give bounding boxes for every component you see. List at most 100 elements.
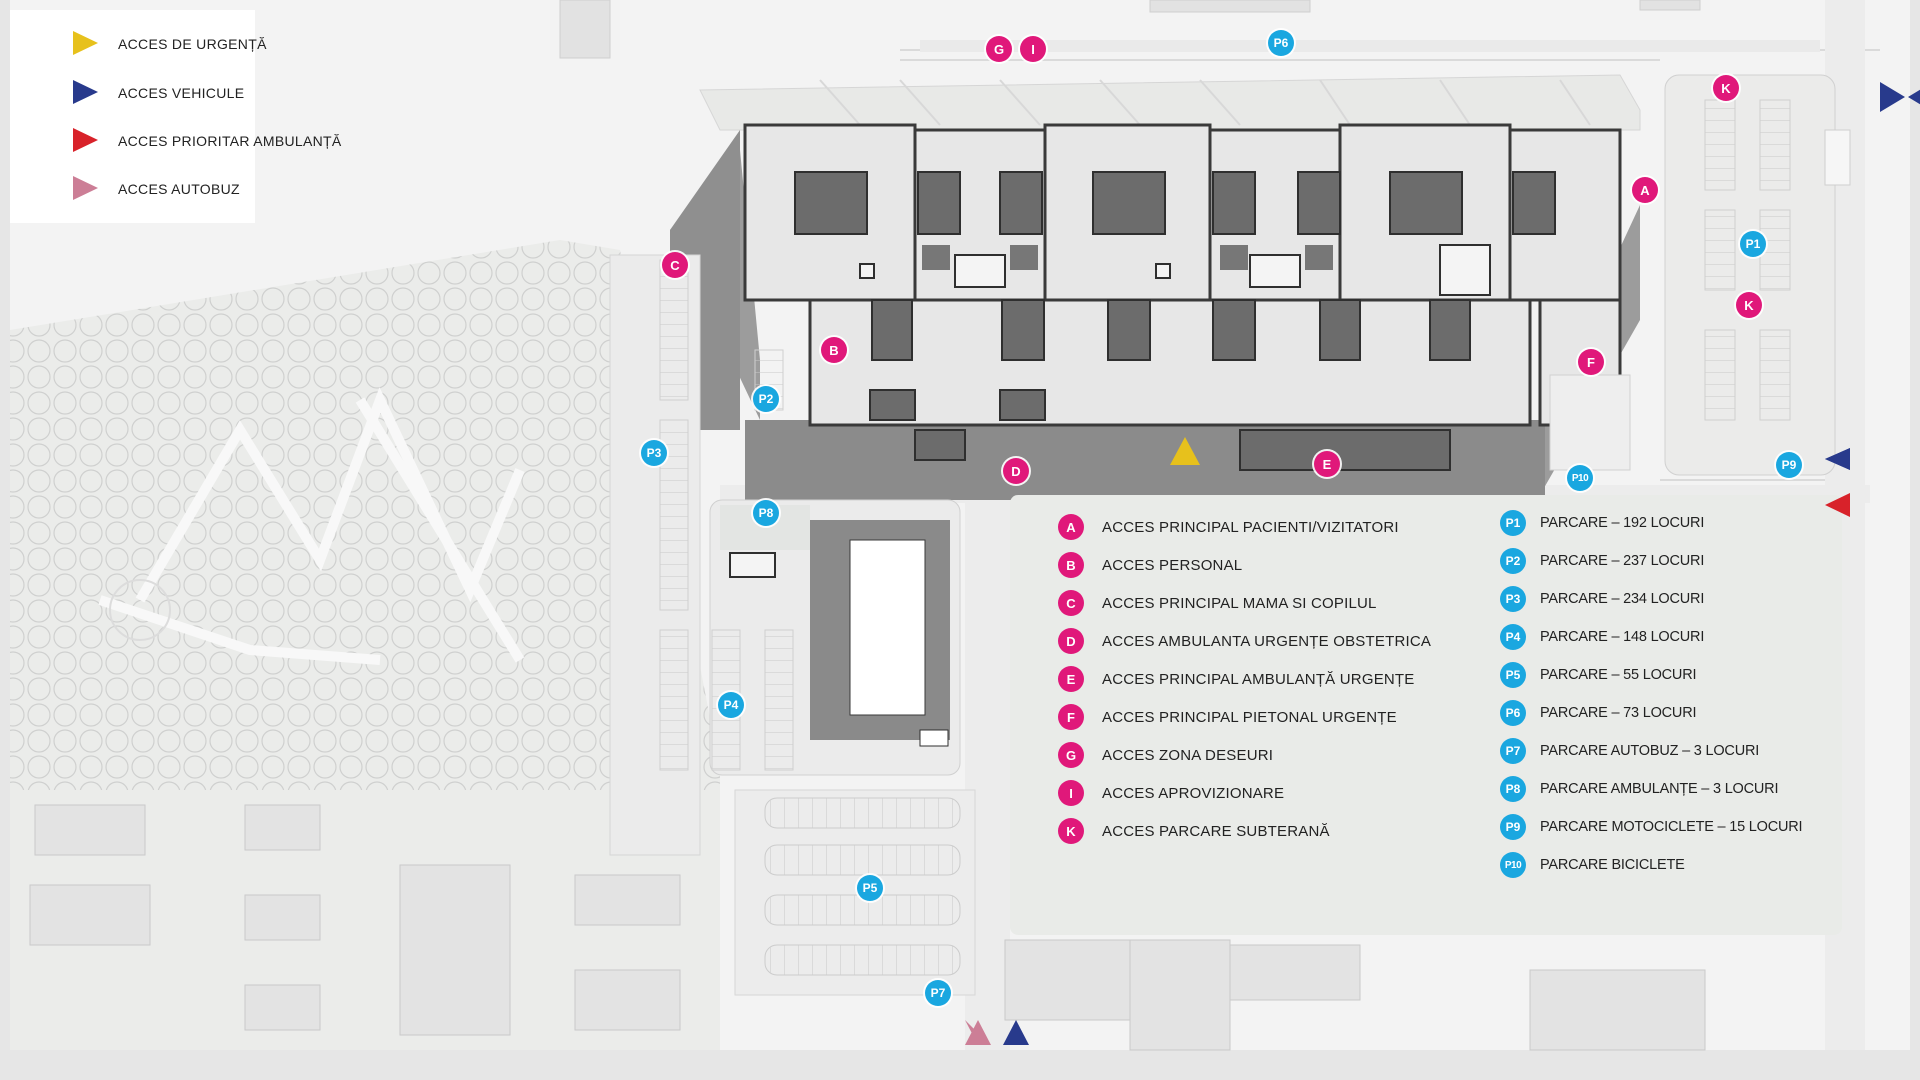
map-marker-e: E <box>1314 451 1340 477</box>
legend-access-b: B ACCES PERSONAL <box>1058 552 1242 578</box>
access-label: ACCES PERSONAL <box>1102 556 1243 574</box>
parking-label: PARCARE – 234 LOCURI <box>1540 591 1705 607</box>
map-marker-p9: P9 <box>1776 452 1802 478</box>
legend-parking-p8: P8 PARCARE AMBULANȚE – 3 LOCURI <box>1500 776 1778 802</box>
blue-triangle-icon <box>70 78 106 108</box>
legend-access-g: G ACCES ZONA DESEURI <box>1058 742 1273 768</box>
map-marker-g: G <box>986 36 1012 62</box>
parking-code-badge: P9 <box>1500 814 1526 840</box>
map-marker-p7: P7 <box>925 980 951 1006</box>
parking-label: PARCARE BICICLETE <box>1540 857 1685 873</box>
legend-parking-p9: P9 PARCARE MOTOCICLETE – 15 LOCURI <box>1500 814 1803 840</box>
access-code-badge: E <box>1058 666 1084 692</box>
legend-parking-p1: P1 PARCARE – 192 LOCURI <box>1500 510 1704 536</box>
access-code-badge: D <box>1058 628 1084 654</box>
parking-code-badge: P1 <box>1500 510 1526 536</box>
vehicle-access-arrow-e <box>1825 448 1850 470</box>
pink-triangle-icon <box>70 174 106 204</box>
map-marker-p1: P1 <box>1740 231 1766 257</box>
access-label: ACCES PRINCIPAL PACIENTI/VIZITATORI <box>1102 518 1399 536</box>
map-marker-a: A <box>1632 177 1658 203</box>
parking-label: PARCARE – 237 LOCURI <box>1540 553 1705 569</box>
entrance-legend: ACCES DE URGENȚĂ ACCES VEHICULE ACCES PR… <box>10 10 341 223</box>
legend-label: ACCES PRIORITAR AMBULANȚĂ <box>118 133 342 149</box>
access-label: ACCES PRINCIPAL MAMA SI COPILUL <box>1102 594 1377 612</box>
legend-access-f: F ACCES PRINCIPAL PIETONAL URGENȚE <box>1058 704 1397 730</box>
legend-bus-access: ACCES AUTOBUZ <box>10 174 240 204</box>
access-code-badge: B <box>1058 552 1084 578</box>
stairs <box>922 245 1333 270</box>
access-code-badge: I <box>1058 780 1084 806</box>
legend-label: ACCES DE URGENȚĂ <box>118 36 267 52</box>
parking-code-badge: P4 <box>1500 624 1526 650</box>
legend-parking-p4: P4 PARCARE – 148 LOCURI <box>1500 624 1704 650</box>
legend-label: ACCES VEHICULE <box>118 85 245 101</box>
emergency-access-arrow <box>1170 437 1200 465</box>
yellow-triangle-icon <box>70 29 106 59</box>
legend-access-e: E ACCES PRINCIPAL AMBULANȚĂ URGENȚE <box>1058 666 1415 692</box>
map-legend: A ACCES PRINCIPAL PACIENTI/VIZITATORI B ACC… <box>1010 496 1842 936</box>
legend-parking-p2: P2 PARCARE – 237 LOCURI <box>1500 548 1704 574</box>
access-label: ACCES PARCARE SUBTERANĂ <box>1102 822 1330 840</box>
legend-access-i: I ACCES APROVIZIONARE <box>1058 780 1284 806</box>
parking-code-badge: P5 <box>1500 662 1526 688</box>
access-code-badge: F <box>1058 704 1084 730</box>
parking-label: PARCARE – 55 LOCURI <box>1540 667 1697 683</box>
map-marker-p10: P10 <box>1567 465 1593 491</box>
park-paths <box>98 387 525 665</box>
legend-label: ACCES AUTOBUZ <box>118 181 240 197</box>
parking-code-badge: P3 <box>1500 586 1526 612</box>
surrounding-buildings <box>29 804 1706 1051</box>
legend-vehicle-access: ACCES VEHICULE <box>10 78 244 108</box>
parking-label: PARCARE – 192 LOCURI <box>1540 515 1705 531</box>
access-code-badge: G <box>1058 742 1084 768</box>
parking-label: PARCARE – 148 LOCURI <box>1540 629 1705 645</box>
access-label: ACCES AMBULANTA URGENȚE OBSTETRICA <box>1102 632 1432 650</box>
vehicle-access-arrow-s <box>1003 1020 1029 1045</box>
legend-ambulance-access: ACCES PRIORITAR AMBULANȚĂ <box>10 126 342 156</box>
legend-parking-p6: P6 PARCARE – 73 LOCURI <box>1500 700 1696 726</box>
legend-parking-p5: P5 PARCARE – 55 LOCURI <box>1500 662 1696 688</box>
map-marker-i: I <box>1020 36 1046 62</box>
parking-label: PARCARE AMBULANȚE – 3 LOCURI <box>1540 781 1779 797</box>
parking-label: PARCARE MOTOCICLETE – 15 LOCURI <box>1540 819 1803 835</box>
legend-access-a: A ACCES PRINCIPAL PACIENTI/VIZITATORI <box>1058 514 1399 540</box>
map-marker-c: C <box>662 252 688 278</box>
map-marker-f: F <box>1578 349 1604 375</box>
map-marker-p6: P6 <box>1268 30 1294 56</box>
parking-label: PARCARE AUTOBUZ – 3 LOCURI <box>1540 743 1760 759</box>
access-label: ACCES APROVIZIONARE <box>1102 784 1285 802</box>
legend-access-d: D ACCES AMBULANTA URGENȚE OBSTETRICA <box>1058 628 1431 654</box>
tree-canopy <box>10 240 720 790</box>
bus-access-arrow <box>965 1020 991 1045</box>
legend-parking-p3: P3 PARCARE – 234 LOCURI <box>1500 586 1704 612</box>
parking-label: PARCARE – 73 LOCURI <box>1540 705 1697 721</box>
map-marker-p2: P2 <box>753 386 779 412</box>
access-code-badge: K <box>1058 818 1084 844</box>
map-marker-p5: P5 <box>857 875 883 901</box>
map-marker-p4: P4 <box>718 692 744 718</box>
map-marker-k-north: K <box>1713 75 1739 101</box>
map-marker-k-east: K <box>1736 292 1762 318</box>
map-marker-b: B <box>821 337 847 363</box>
map-marker-p8: P8 <box>753 500 779 526</box>
map-marker-d: D <box>1003 458 1029 484</box>
parking-code-badge: P2 <box>1500 548 1526 574</box>
access-label: ACCES PRINCIPAL PIETONAL URGENȚE <box>1102 708 1397 726</box>
parking-code-badge: P7 <box>1500 738 1526 764</box>
map-marker-p3: P3 <box>641 440 667 466</box>
access-label: ACCES ZONA DESEURI <box>1102 746 1274 764</box>
access-label: ACCES PRINCIPAL AMBULANȚĂ URGENȚE <box>1102 670 1415 688</box>
ambulance-priority-arrow <box>1825 493 1850 517</box>
legend-emergency-access: ACCES DE URGENȚĂ <box>10 29 267 59</box>
building-courtyards <box>794 171 1556 471</box>
red-triangle-icon <box>70 126 106 156</box>
parking-code-badge: P8 <box>1500 776 1526 802</box>
parking-code-badge: P6 <box>1500 700 1526 726</box>
vehicle-access-arrow-ne <box>1908 89 1920 105</box>
legend-access-c: C ACCES PRINCIPAL MAMA SI COPILUL <box>1058 590 1377 616</box>
parking-code-badge: P10 <box>1500 852 1526 878</box>
access-code-badge: A <box>1058 514 1084 540</box>
access-code-badge: C <box>1058 590 1084 616</box>
